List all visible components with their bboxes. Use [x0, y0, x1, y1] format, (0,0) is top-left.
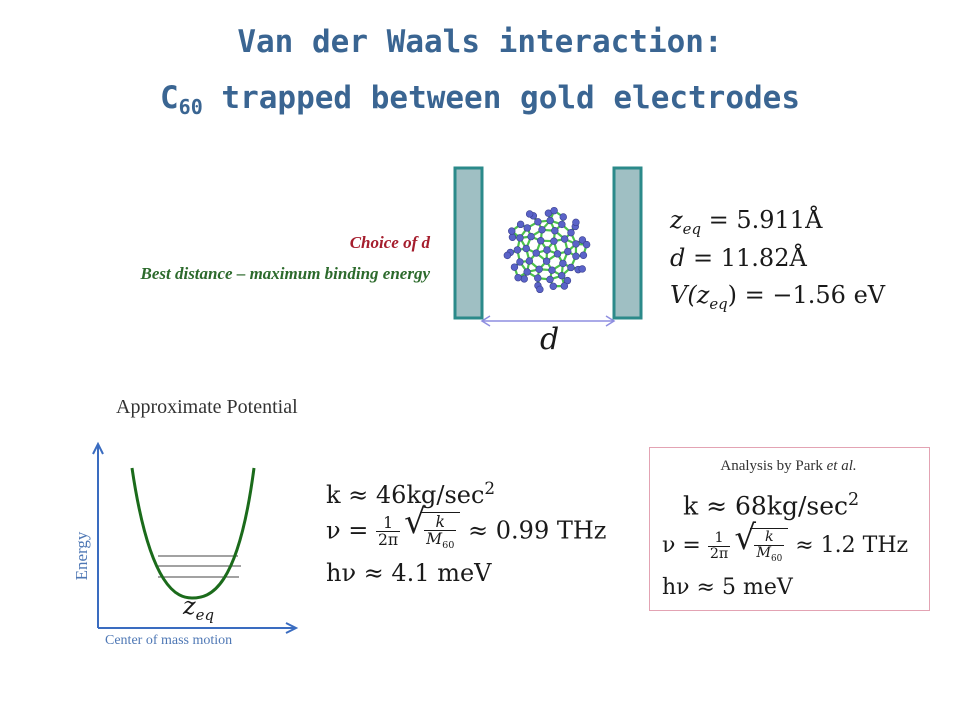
c60-atom: [560, 235, 569, 243]
c60-atom: [537, 237, 545, 245]
c60-atom: [525, 210, 534, 218]
c60-atom: [551, 227, 559, 235]
c60-atom: [567, 228, 575, 237]
c60-atom: [558, 271, 566, 280]
park-analysis-box: [649, 447, 930, 611]
c60-atom: [525, 257, 534, 265]
c60-atom: [572, 240, 580, 248]
c60-atom: [578, 236, 587, 244]
nu-estimate: ν = 12πkM60 ≈ 0.99 THz: [326, 505, 606, 552]
slide-title-line2: C60 trapped between gold electrodes: [160, 80, 800, 119]
c60-atom: [572, 218, 580, 227]
potential-plot: [92, 441, 299, 634]
choice-of-d: Choice of d: [349, 233, 430, 252]
park-analysis-label: Analysis by Park et al.: [720, 458, 857, 474]
c60-molecule-icon: [503, 206, 591, 294]
energy-axis-label: Energy: [72, 531, 91, 581]
c60-atom: [579, 251, 588, 259]
c60-atom: [548, 266, 556, 274]
c60-atom: [560, 282, 569, 290]
c60-atom: [523, 268, 531, 276]
c60-atom: [508, 233, 517, 241]
slide-title-line1: Van der Waals interaction:: [237, 24, 723, 60]
binding-energy-value: V(zeq) = −1.56 eV: [670, 281, 886, 313]
c60-atom: [516, 258, 524, 266]
distance-label: d: [540, 322, 560, 357]
energy-axis-label-wrap: Energy: [65, 520, 95, 600]
c60-atom: [523, 224, 531, 232]
c60-atom: [513, 246, 522, 254]
c60-atom: [516, 220, 525, 229]
c60-atom: [543, 246, 551, 254]
right-electrode: [612, 166, 643, 320]
c60-atom: [520, 275, 528, 283]
c60-atom: [534, 274, 542, 282]
c60-atom: [522, 244, 530, 253]
c60-atom: [546, 216, 554, 225]
c60-atom: [538, 226, 546, 234]
c60-atom: [559, 213, 567, 221]
c60-atom: [553, 250, 562, 258]
c60-atom: [516, 234, 524, 242]
c60-atom: [578, 265, 586, 273]
c60-atom: [527, 232, 535, 241]
distance-arrow: [480, 315, 616, 327]
h-nu-estimate: hν ≈ 4.1 meV: [326, 559, 492, 587]
park-k-value: k ≈ 68kg/sec2: [683, 490, 860, 521]
c60-atom: [510, 263, 519, 271]
c60-atom: [514, 273, 522, 282]
c60-atom: [546, 275, 554, 284]
c60-atom: [503, 251, 512, 260]
c60-atom: [563, 276, 572, 285]
d-value: d = 11.82Å: [670, 244, 807, 272]
y-axis: [92, 441, 104, 628]
best-distance-note: Best distance – maximum binding energy: [140, 264, 431, 283]
c60-atom: [559, 259, 567, 268]
c60-atom: [582, 240, 591, 249]
c60-atom: [535, 265, 543, 273]
potential-well-curve: [130, 467, 256, 600]
c60-atom: [508, 227, 516, 235]
c60-atom: [532, 249, 540, 257]
electrode-diagram: [453, 166, 643, 327]
c60-atom: [542, 257, 551, 265]
x-axis: [98, 622, 299, 634]
c60-atom: [567, 263, 575, 272]
park-h-nu-value: hν ≈ 5 meV: [662, 575, 793, 600]
potential-title: Approximate Potential: [116, 396, 298, 418]
c60-atom: [572, 252, 580, 260]
zeq-value: zeq = 5.911Å: [670, 206, 823, 238]
c60-atom: [564, 247, 572, 256]
left-electrode: [453, 166, 484, 320]
c60-atom: [550, 237, 558, 245]
c60-atom: [534, 218, 542, 226]
c60-atom: [536, 285, 544, 294]
c60-atom: [550, 206, 558, 215]
c60-atom: [558, 220, 566, 229]
zeq-plot-label: zeq: [183, 592, 214, 624]
park-nu-value: ν = 12πkM60 ≈ 1.2 THz: [662, 521, 908, 564]
c60-atom: [549, 282, 557, 290]
x-axis-label: Center of mass motion: [105, 633, 233, 648]
